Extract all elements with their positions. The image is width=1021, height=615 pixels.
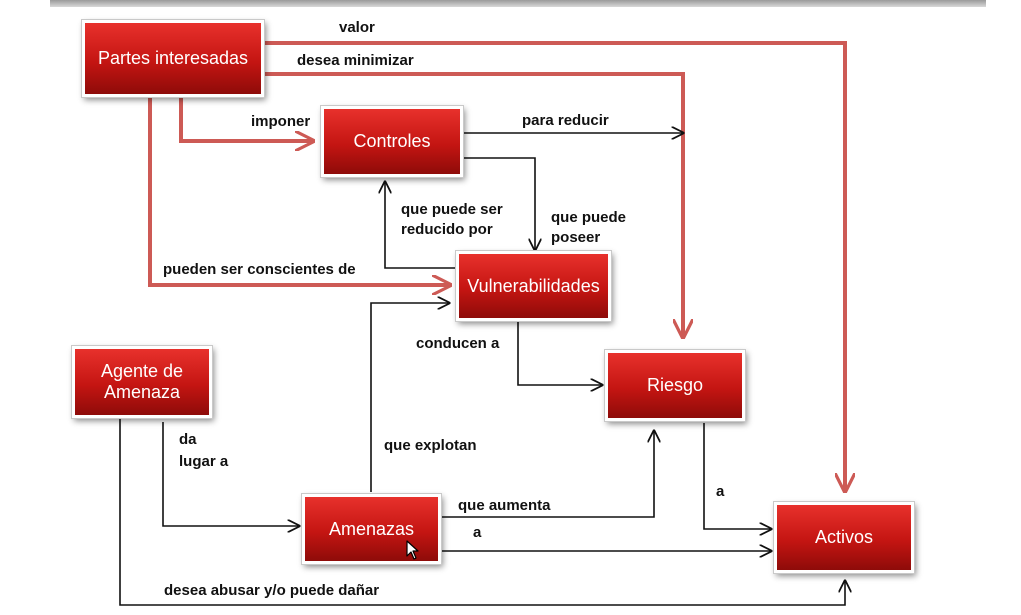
label-risk-to-assets: a [716, 483, 725, 500]
edge-wish-minimize [262, 72, 683, 337]
label-wish-abuse: desea abusar y/o puede dañar [164, 582, 379, 599]
edge-increase [440, 431, 654, 518]
label-wish-minimize: desea minimizar [297, 52, 414, 69]
edge-may-be-reduced-by [385, 182, 459, 269]
label-threats-to-assets: a [473, 524, 482, 541]
label-may-be-reduced-by-1: que puede ser [401, 201, 503, 218]
label-increase: que aumenta [458, 497, 551, 514]
label-give-rise-to-2: lugar a [179, 453, 229, 470]
label-lead-to: conducen a [416, 335, 500, 352]
edge-may-be-aware-of [148, 96, 450, 285]
edge-lead-to [517, 322, 602, 385]
window-top-strip [50, 0, 986, 7]
mouse-cursor-icon [406, 540, 419, 560]
label-may-be-reduced-by-2: reducido por [401, 221, 493, 238]
label-to-reduce: para reducir [522, 112, 609, 129]
label-give-rise-to-1: da [179, 431, 197, 448]
label-may-be-aware-of: pueden ser conscientes de [163, 261, 356, 278]
edge-risk-to-assets [703, 423, 771, 529]
node-threats: Amenazas [301, 493, 442, 565]
label-may-possess-2: poseer [551, 229, 600, 246]
edge-exploit [370, 303, 449, 492]
label-impose: imponer [251, 113, 310, 130]
edge-give-rise-to [162, 422, 299, 526]
edge-impose [179, 96, 313, 141]
label-value: valor [339, 19, 375, 36]
edge-value [262, 41, 845, 491]
node-assets: Activos [773, 501, 915, 574]
node-controls: Controles [320, 105, 464, 178]
node-vulnerabilities: Vulnerabilidades [455, 250, 612, 322]
edge-may-possess [463, 157, 535, 250]
node-risk: Riesgo [604, 349, 746, 422]
edge-wish-abuse [119, 419, 845, 606]
label-exploit: que explotan [384, 437, 477, 454]
node-stakeholders: Partes interesadas [81, 19, 265, 98]
node-threat-agent: Agente de Amenaza [71, 345, 213, 419]
label-may-possess-1: que puede [551, 209, 626, 226]
